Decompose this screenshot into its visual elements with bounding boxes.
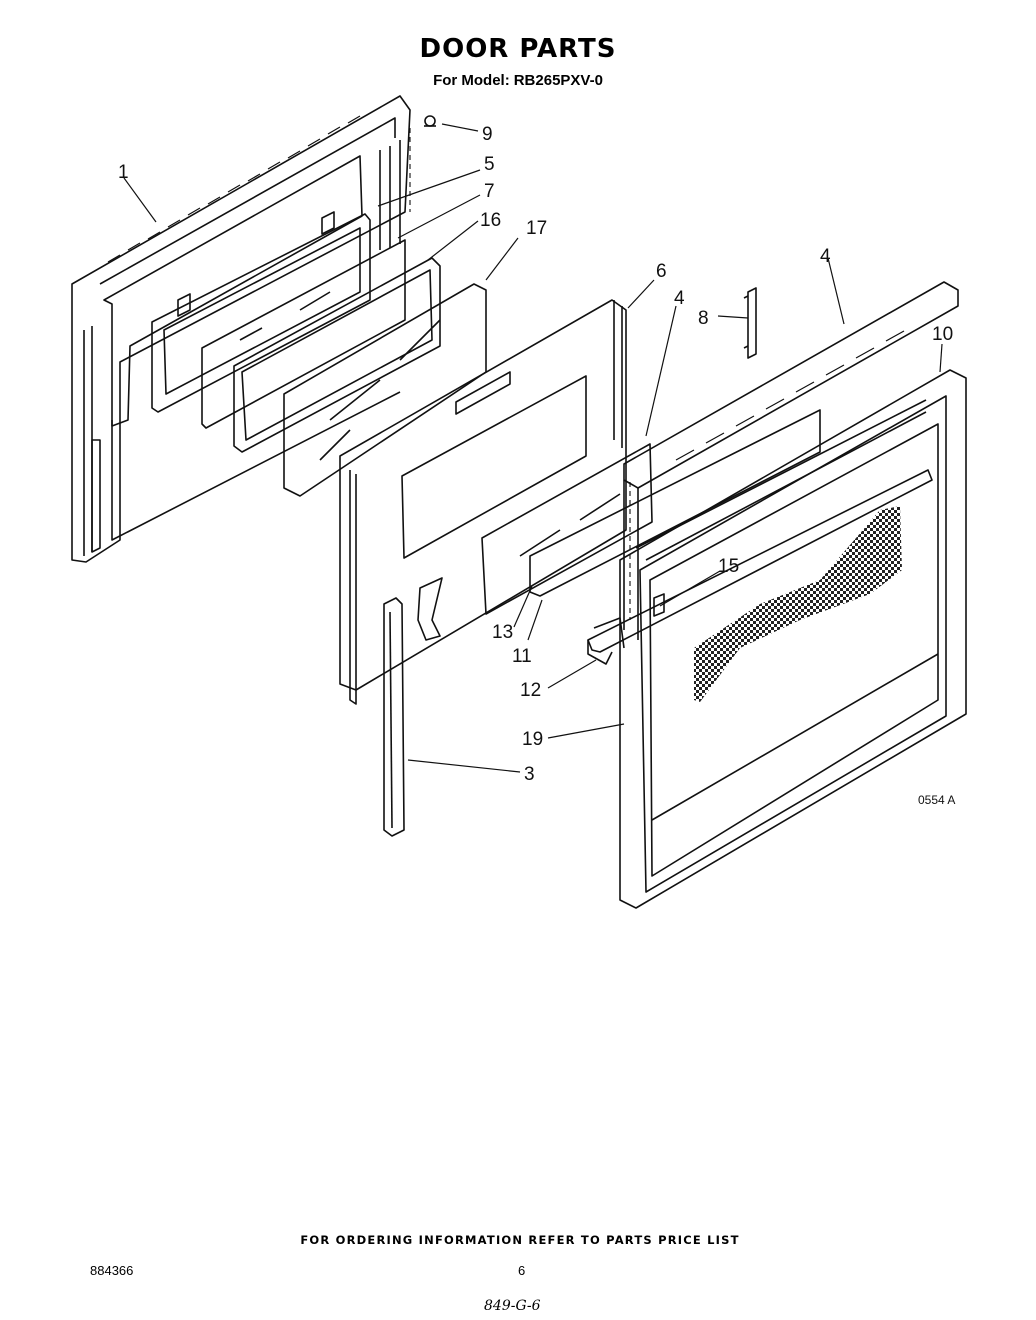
model-number: RB265PXV-0	[513, 72, 603, 89]
part-5-glass-frame	[151, 213, 371, 413]
callout-15: 15	[718, 556, 739, 577]
callout-4-b: 4	[820, 246, 831, 267]
leader-lines	[123, 123, 943, 773]
part-12-handle	[587, 469, 933, 665]
document-number: 884366	[90, 1263, 134, 1278]
handwritten-note: 849-G-6	[484, 1298, 541, 1314]
callout-9: 9	[482, 124, 493, 145]
callout-16: 16	[480, 210, 501, 231]
part-3-side-trim	[383, 597, 405, 837]
callout-1: 1	[118, 162, 129, 183]
callout-10: 10	[932, 324, 953, 345]
callout-4-a: 4	[674, 288, 685, 309]
page-title: DOOR PARTS	[419, 34, 617, 64]
assembly-guide-lines	[409, 128, 631, 620]
model-label: For Model:	[433, 72, 510, 89]
part-13-glass	[481, 443, 653, 615]
callout-7: 7	[484, 181, 495, 202]
callout-12: 12	[520, 680, 541, 701]
part-7-inner-glass	[201, 239, 406, 429]
part-9-screw	[424, 115, 436, 127]
part-6-heat-shield	[339, 299, 627, 705]
callout-6: 6	[656, 261, 667, 282]
part-4-top-channel	[623, 281, 959, 640]
page-number: 6	[518, 1263, 526, 1278]
model-line: For Model:RB265PXV-0	[0, 72, 1036, 89]
callout-8: 8	[698, 308, 709, 329]
ordering-note: FOR ORDERING INFORMATION REFER TO PARTS …	[300, 1233, 740, 1247]
oven-window-mesh-area	[694, 506, 902, 702]
callout-17: 17	[526, 218, 547, 239]
callout-19: 19	[522, 729, 543, 750]
part-16-gasket	[233, 257, 441, 453]
part-19-outer-door	[619, 369, 967, 909]
part-1-door-liner	[71, 95, 411, 563]
callout-11: 11	[512, 646, 532, 667]
diagram-code: 0554 A	[918, 793, 955, 807]
callout-5: 5	[484, 154, 495, 175]
part-15-clip	[653, 593, 665, 617]
part-8-hinge-bracket	[743, 287, 757, 359]
callout-3: 3	[524, 764, 535, 785]
part-11-strip	[529, 409, 821, 597]
callout-13: 13	[492, 622, 513, 643]
